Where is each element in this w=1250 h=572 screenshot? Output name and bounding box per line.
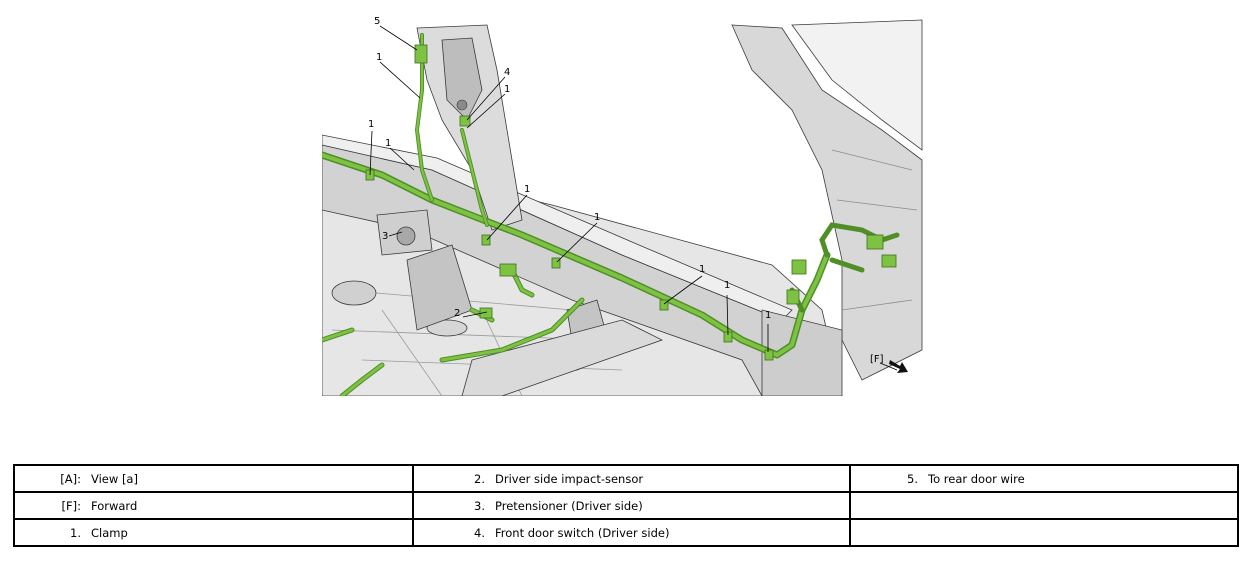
b-pillar-inner [441, 37, 483, 121]
leader-lines [369, 25, 898, 371]
legend-row: [A]: View [a] 2. Driver side impact-sensor… [13, 464, 1239, 493]
legend-text: Forward [91, 498, 138, 513]
pillar-harness-highlight [415, 33, 489, 227]
floor-hole-center [426, 319, 468, 337]
legend-text: Clamp [91, 525, 128, 540]
rear-door-connector [414, 44, 428, 64]
b-pillar [416, 24, 523, 231]
callout-1: 1 [699, 264, 705, 275]
legend-key: 5. [907, 471, 918, 486]
wiring-harness-diagram: 5 1 4 1 1 1 1 3 1 2 1 1 1 [F] [322, 16, 923, 396]
b-pillar-hole [456, 99, 468, 111]
legend-table: [A]: View [a] 2. Driver side impact-sensor… [13, 464, 1239, 547]
callout-1: 1 [385, 138, 391, 149]
legend-key: 3. [474, 498, 485, 513]
callout-5: 5 [374, 16, 380, 27]
legend-key: [F]: [61, 498, 81, 513]
legend-text: Driver side impact-sensor [495, 471, 644, 486]
callout-1: 1 [724, 280, 730, 291]
rear-panel [761, 309, 843, 396]
callout-1: 1 [765, 310, 771, 321]
legend-row: [F]: Forward 3. Pretensioner (Driver side) [13, 491, 1239, 520]
clamp-marker [551, 257, 561, 269]
legend-key: 2. [474, 471, 485, 486]
c-pillar [731, 24, 923, 381]
connector-c2 [866, 234, 884, 250]
forward-label: [F] [870, 354, 884, 365]
legend-cell: 2. Driver side impact-sensor [412, 464, 851, 493]
pretensioner-body [396, 226, 416, 246]
legend-key: 4. [474, 525, 485, 540]
callout-3: 3 [382, 231, 388, 242]
callout-1: 1 [376, 52, 382, 63]
legend-key: [A]: [60, 471, 81, 486]
clamp-marker [481, 234, 491, 246]
legend-row: 1. Clamp 4. Front door switch (Driver side… [13, 518, 1239, 547]
legend-text: View [a] [91, 471, 138, 486]
legend-cell: [A]: View [a] [13, 464, 414, 493]
legend-key: 1. [70, 525, 81, 540]
connector-c1 [791, 259, 807, 275]
callout-4: 4 [504, 67, 510, 78]
legend-cell [849, 518, 1239, 547]
legend-cell: 4. Front door switch (Driver side) [412, 518, 851, 547]
callout-2: 2 [454, 308, 460, 319]
callout-1: 1 [504, 84, 510, 95]
clamp-marker [764, 349, 774, 361]
floor-hole-left [331, 280, 377, 306]
legend-cell [849, 491, 1239, 520]
impact-sensor [499, 263, 517, 277]
cross-member-long [461, 319, 664, 396]
floor-sensor-connector [479, 307, 493, 319]
door-switch-connector [459, 115, 471, 127]
legend-text: Front door switch (Driver side) [495, 525, 670, 540]
callout-1: 1 [594, 212, 600, 223]
connector-c3 [881, 254, 897, 268]
callout-1: 1 [368, 119, 374, 130]
main-harness-highlight [322, 153, 829, 357]
legend-text: Pretensioner (Driver side) [495, 498, 643, 513]
c-pillar-outer [791, 19, 923, 151]
clamp-marker [659, 299, 669, 311]
legend-cell: 5. To rear door wire [849, 464, 1239, 493]
forward-arrow-icon [889, 360, 908, 373]
connector-c4 [786, 289, 800, 305]
legend-text: To rear door wire [928, 471, 1025, 486]
c-pillar-ribs [831, 149, 918, 311]
callout-1: 1 [524, 184, 530, 195]
legend-cell: [F]: Forward [13, 491, 414, 520]
legend-cell: 3. Pretensioner (Driver side) [412, 491, 851, 520]
legend-cell: 1. Clamp [13, 518, 414, 547]
